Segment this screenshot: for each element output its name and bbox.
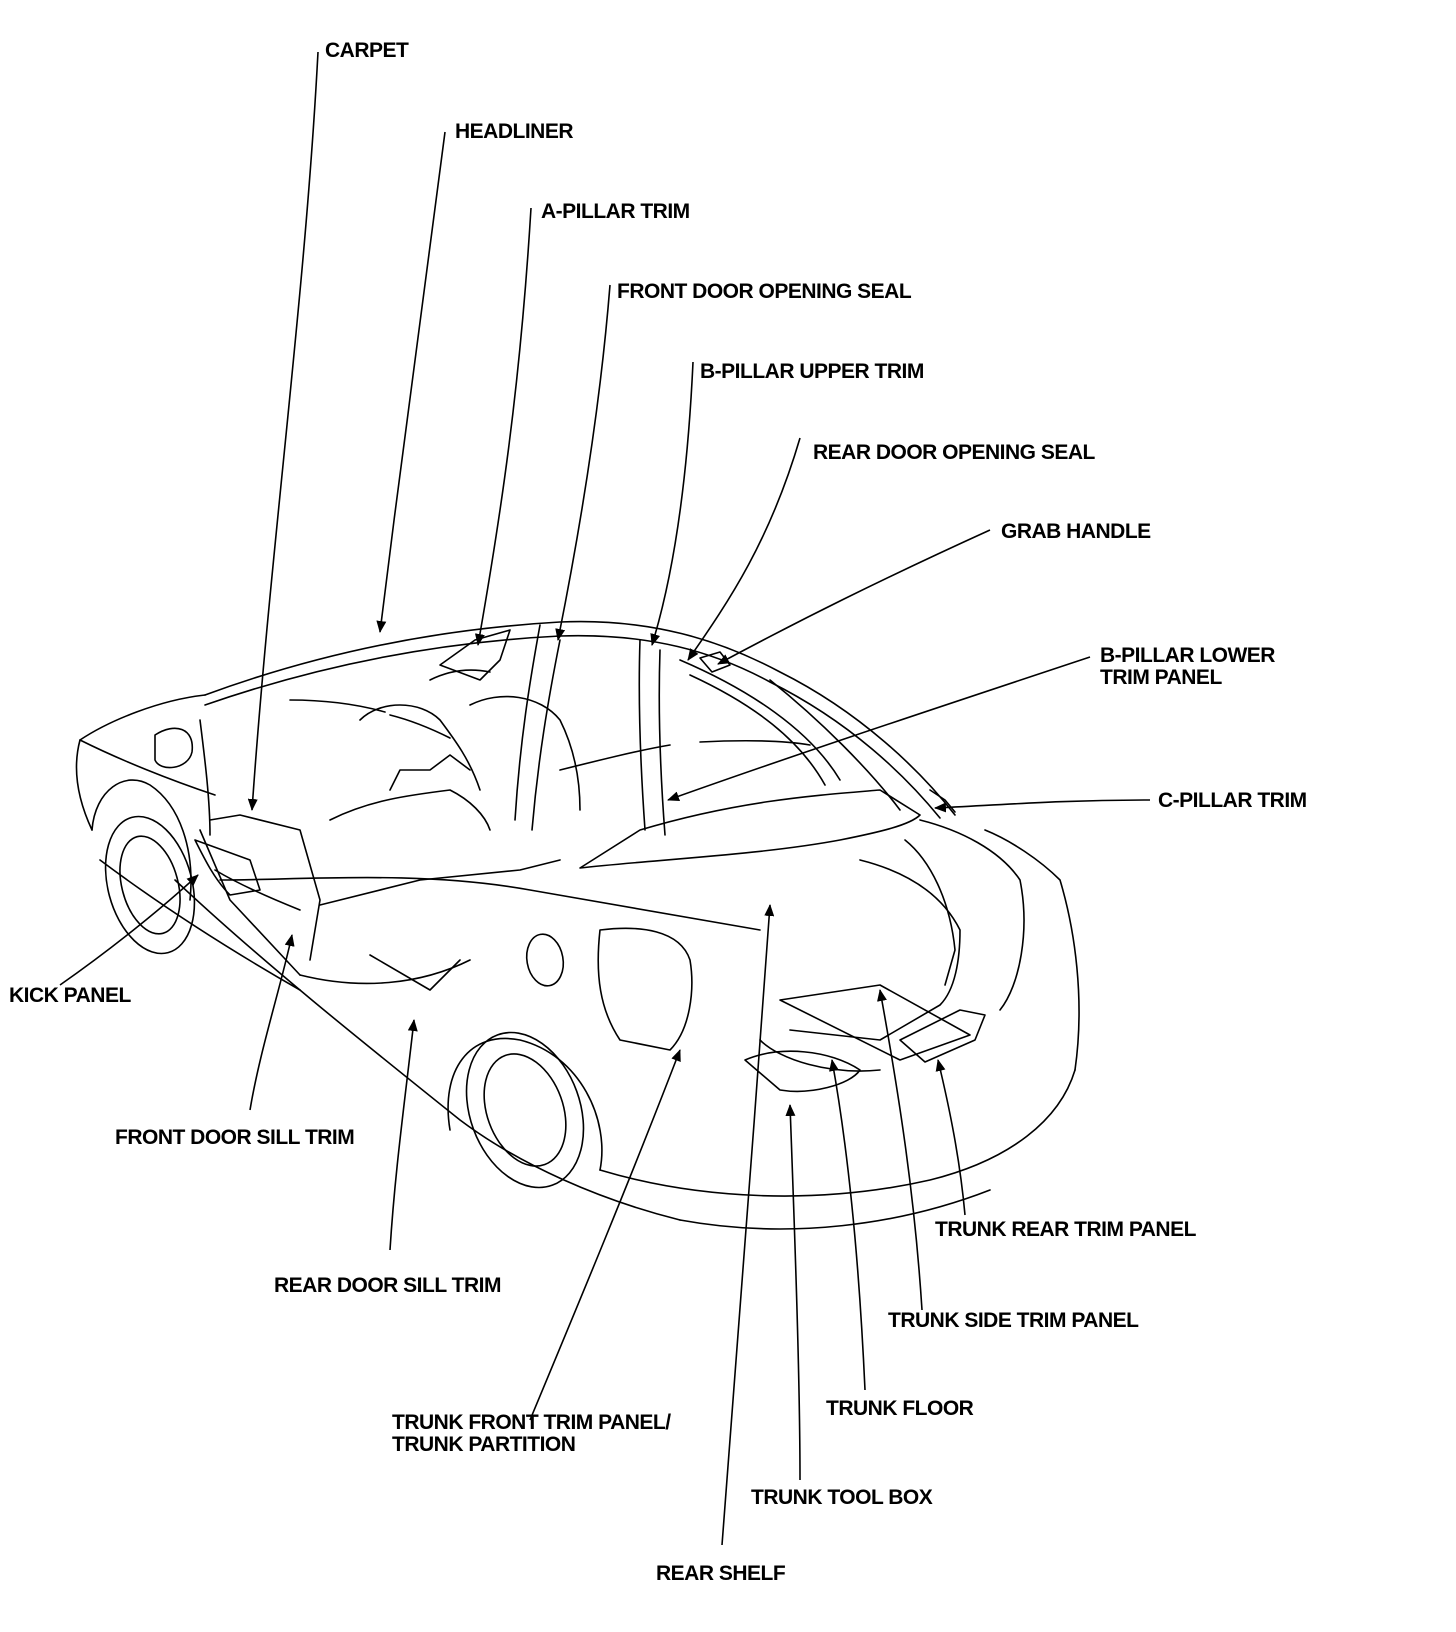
leader-rear-shelf (721, 904, 775, 1546)
leader-trunk-tool-box (785, 1104, 801, 1481)
leader-trunk-floor (829, 1059, 866, 1391)
leader-c-pillar-trim (934, 799, 1151, 813)
label-rear-shelf: REAR SHELF (656, 1562, 786, 1585)
leader-a-pillar-trim (474, 207, 532, 646)
label-b-pillar-lower-trim-panel-line1: B-PILLAR LOWER (1100, 644, 1275, 667)
leader-rear-door-opening-seal (687, 437, 801, 661)
leader-front-door-opening-seal (555, 284, 611, 641)
label-rear-door-sill-trim: REAR DOOR SILL TRIM (274, 1274, 501, 1297)
label-trunk-front-trim-panel-line1: TRUNK FRONT TRIM PANEL/ (392, 1411, 671, 1434)
leader-rear-door-sill-trim (389, 1019, 418, 1251)
car-body-outline (76, 622, 1079, 1229)
label-trunk-front-trim-panel-line2: TRUNK PARTITION (392, 1433, 576, 1456)
leader-trunk-front-trim-panel (529, 1049, 681, 1421)
label-front-door-opening-seal: FRONT DOOR OPENING SEAL (617, 280, 912, 303)
label-headliner: HEADLINER (455, 120, 574, 143)
label-grab-handle: GRAB HANDLE (1001, 520, 1151, 543)
label-trunk-rear-trim-panel: TRUNK REAR TRIM PANEL (935, 1218, 1196, 1241)
label-a-pillar-trim: A-PILLAR TRIM (541, 200, 690, 223)
leader-trunk-side-trim-panel (877, 989, 923, 1311)
label-trunk-tool-box: TRUNK TOOL BOX (751, 1486, 933, 1509)
leader-front-door-sill-trim (249, 934, 295, 1111)
leader-grab-handle (717, 529, 991, 665)
label-b-pillar-upper-trim: B-PILLAR UPPER TRIM (700, 360, 924, 383)
label-carpet: CARPET (325, 39, 409, 62)
label-b-pillar-lower-trim-panel-line2: TRIM PANEL (1100, 666, 1222, 689)
label-kick-panel: KICK PANEL (9, 984, 131, 1007)
leader-kick-panel (59, 874, 199, 986)
label-trunk-side-trim-panel: TRUNK SIDE TRIM PANEL (888, 1309, 1139, 1332)
label-rear-door-opening-seal: REAR DOOR OPENING SEAL (813, 441, 1095, 464)
leader-headliner (376, 131, 446, 633)
label-trunk-front-trim-panel: TRUNK FRONT TRIM PANEL/ TRUNK PARTITION (392, 1412, 671, 1456)
leader-carpet (247, 51, 319, 811)
leader-b-pillar-lower-trim (667, 656, 1091, 802)
leader-b-pillar-upper-trim (650, 361, 694, 646)
label-trunk-floor: TRUNK FLOOR (826, 1397, 974, 1420)
leader-lines (59, 51, 1151, 1546)
leader-trunk-rear-trim-panel (935, 1059, 966, 1216)
label-b-pillar-lower-trim-panel: B-PILLAR LOWER TRIM PANEL (1100, 645, 1275, 689)
label-front-door-sill-trim: FRONT DOOR SILL TRIM (115, 1126, 355, 1149)
label-c-pillar-trim: C-PILLAR TRIM (1158, 789, 1307, 812)
